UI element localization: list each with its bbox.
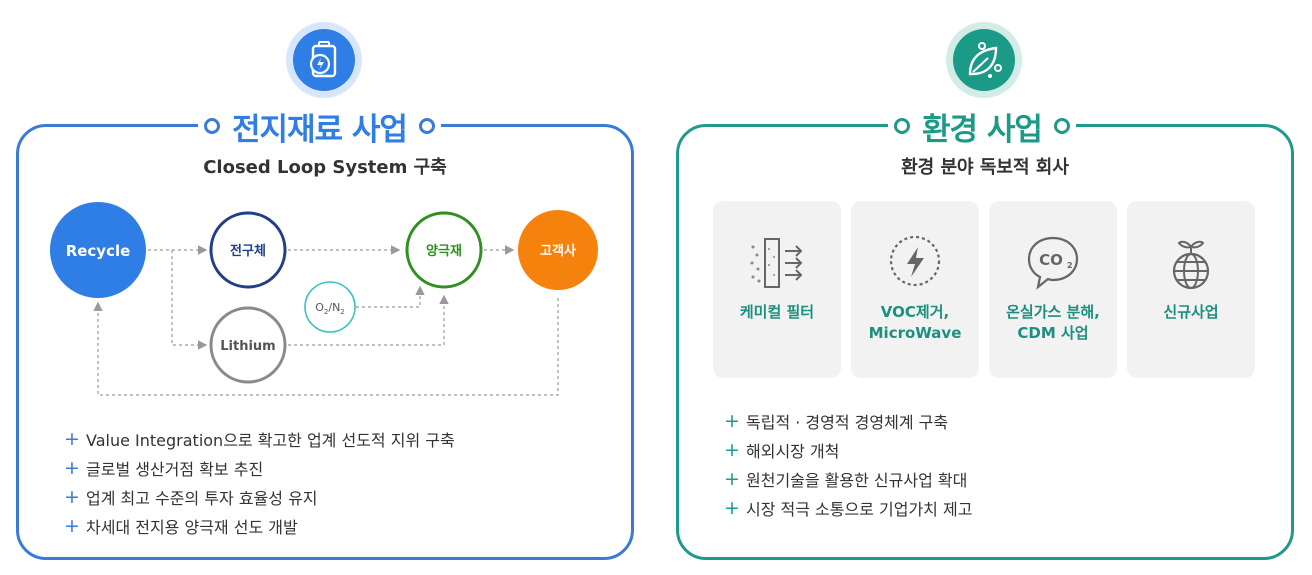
bullet-text: 글로벌 생산거점 확보 추진 <box>86 459 264 479</box>
list-item: + 시장 적극 소통으로 기업가치 제고 <box>724 493 972 522</box>
o2-text: O <box>315 301 324 314</box>
closed-loop-subtitle: Closed Loop System 구축 <box>203 157 447 178</box>
battery-icon <box>286 22 362 98</box>
list-item: + Value Integration으로 확고한 업계 선도적 지위 구축 <box>64 424 455 453</box>
list-item: + 원천기술을 활용한 신규사업 확대 <box>724 464 972 493</box>
environment-title: 환경 사업 <box>888 104 1076 148</box>
o2-n2-node: O2/N2 <box>304 281 356 333</box>
plus-icon: + <box>724 409 740 432</box>
card-label-line1: 신규사업 <box>1163 303 1219 321</box>
bullet-text: 차세대 전지용 양극재 선도 개발 <box>86 517 298 537</box>
leaf-recycle-icon <box>946 22 1022 98</box>
bullet-text: Value Integration으로 확고한 업계 선도적 지위 구축 <box>86 430 455 450</box>
bullet-text: 해외시장 개척 <box>746 441 840 461</box>
list-item: + 업계 최고 수준의 투자 효율성 유지 <box>64 482 455 511</box>
recycle-node: Recycle <box>50 202 146 298</box>
arrow-gas-cathode <box>356 285 425 308</box>
cathode-node: 양극재 <box>405 211 483 289</box>
list-item: + 글로벌 생산거점 확보 추진 <box>64 453 455 482</box>
card-label: 케미컬 필터 <box>713 302 841 323</box>
title-dot-right <box>418 118 435 134</box>
arrow-lithium-cathode <box>288 294 449 346</box>
card-voc: VOC제거, MicroWave <box>851 201 979 378</box>
customer-label: 고객사 <box>540 243 576 259</box>
bullet-text: 시장 적극 소통으로 기업가치 제고 <box>746 499 973 519</box>
lithium-label: Lithium <box>220 339 275 354</box>
card-label: VOC제거, MicroWave <box>851 302 979 344</box>
card-label: 신규사업 <box>1127 302 1255 323</box>
lithium-node: Lithium <box>209 306 287 384</box>
battery-materials-title: 전지재료 사업 <box>198 104 441 148</box>
plus-icon: + <box>64 514 80 537</box>
precursor-label: 전구체 <box>230 243 266 259</box>
list-item: + 차세대 전지용 양극재 선도 개발 <box>64 511 455 540</box>
card-label-line2: CDM 사업 <box>1017 324 1089 342</box>
recycle-label: Recycle <box>66 242 131 260</box>
battery-bullets: + Value Integration으로 확고한 업계 선도적 지위 구축 + 글… <box>64 424 455 540</box>
closed-loop-diagram: Recycle 전구체 양극재 고객사 Lithium O2/N2 <box>50 202 598 396</box>
bullet-text: 원천기술을 활용한 신규사업 확대 <box>746 470 968 490</box>
plus-icon: + <box>724 496 740 519</box>
precursor-node: 전구체 <box>209 211 287 289</box>
n2-text: /N <box>328 301 340 314</box>
plus-icon: + <box>64 456 80 479</box>
o2-subscript: 2 <box>324 308 328 316</box>
co2-icon: CO 2 <box>1027 236 1079 290</box>
arrow-recycle-lithium <box>171 250 208 350</box>
plus-icon: + <box>724 467 740 490</box>
list-item: + 해외시장 개척 <box>724 435 972 464</box>
environment-title-text: 환경 사업 <box>922 111 1043 148</box>
n2-subscript: 2 <box>340 308 344 316</box>
filter-icon <box>750 238 803 288</box>
plus-icon: + <box>724 438 740 461</box>
globe-sprout-icon <box>1172 240 1210 290</box>
card-chemical-filter: 케미컬 필터 <box>713 201 841 378</box>
title-dot-left <box>204 118 220 134</box>
o2-n2-label: O2/N2 <box>315 301 345 316</box>
card-label-line2: MicroWave <box>868 324 962 342</box>
card-label: 온실가스 분해, CDM 사업 <box>989 302 1117 344</box>
lightning-icon <box>889 235 941 287</box>
title-dot-right <box>1053 118 1070 134</box>
bullet-text: 독립적 · 경영적 경영체계 구축 <box>746 412 949 432</box>
list-item: + 독립적 · 경영적 경영체계 구축 <box>724 406 972 435</box>
customer-node: 고객사 <box>518 210 598 290</box>
plus-icon: + <box>64 427 80 450</box>
card-ghg: CO 2 온실가스 분해, CDM 사업 <box>989 201 1117 378</box>
card-label-line1: 케미컬 필터 <box>739 303 815 321</box>
bullet-text: 업계 최고 수준의 투자 효율성 유지 <box>86 488 318 508</box>
card-label-line1: VOC제거, <box>880 303 950 321</box>
plus-icon: + <box>64 485 80 508</box>
svg-text:CO: CO <box>1039 251 1063 269</box>
card-new-business: 신규사업 <box>1127 201 1255 378</box>
arrow-customer-recycle <box>93 298 559 396</box>
card-label-line1: 온실가스 분해, <box>1006 303 1100 321</box>
environment-subtitle: 환경 분야 독보적 회사 <box>901 157 1069 178</box>
battery-materials-title-text: 전지재료 사업 <box>232 111 408 148</box>
environment-bullets: + 독립적 · 경영적 경영체계 구축 + 해외시장 개척 + 원천기술을 활용한 신… <box>724 406 972 522</box>
cathode-label: 양극재 <box>426 244 462 259</box>
svg-text:2: 2 <box>1067 261 1073 270</box>
title-dot-left <box>894 118 910 134</box>
